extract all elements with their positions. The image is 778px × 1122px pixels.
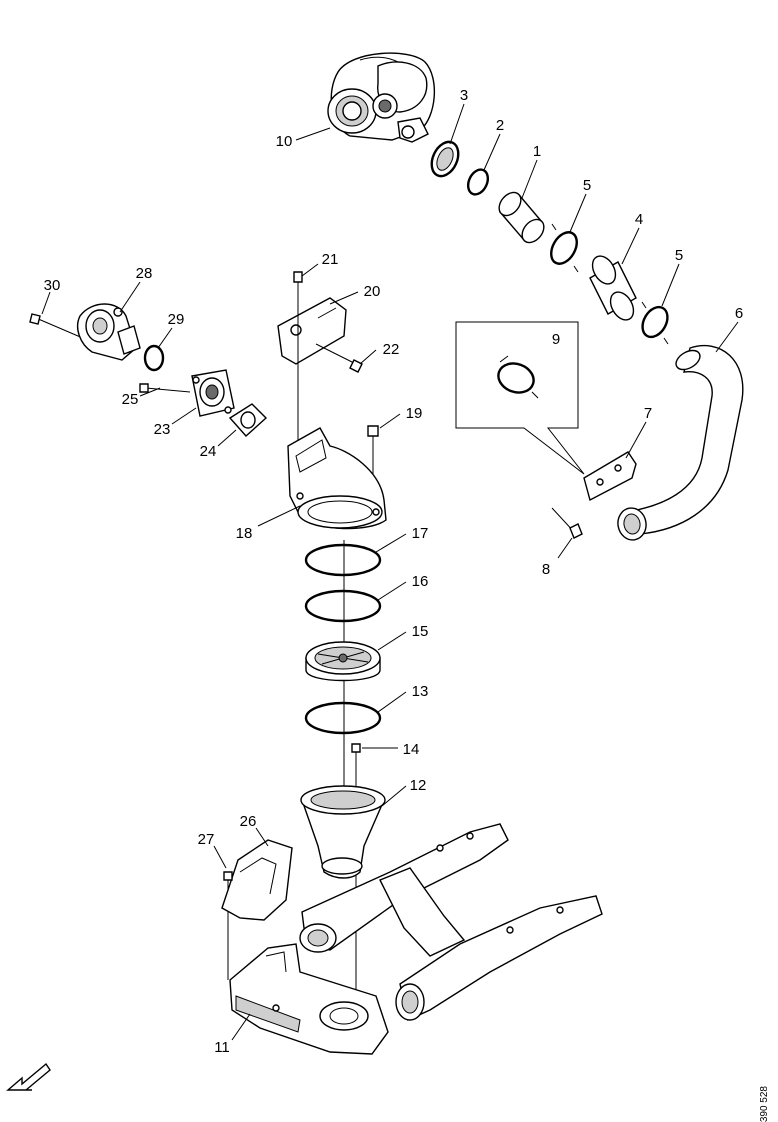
screw-14 [351, 743, 361, 753]
leader-line [375, 533, 407, 553]
callout-9: 9 [552, 331, 560, 348]
callout-12: 12 [410, 777, 427, 794]
leader-line [257, 505, 301, 527]
callout-24: 24 [200, 443, 217, 460]
bracket-7 [583, 451, 637, 502]
sleeve-1 [498, 191, 545, 244]
turbocharger [327, 52, 436, 143]
seal-ring-16 [304, 589, 382, 623]
leader-line [379, 413, 401, 429]
screw-22 [315, 343, 363, 373]
o-ring-2 [466, 168, 490, 196]
callout-21: 21 [322, 251, 339, 268]
hose-4 [589, 255, 637, 321]
callout-25: 25 [122, 391, 139, 408]
elbow-housing-18 [287, 427, 387, 530]
leader-line [217, 429, 237, 447]
callout-20: 20 [364, 283, 381, 300]
callout-5-lower: 5 [675, 247, 683, 264]
exhaust-elbow-11 [229, 943, 389, 1055]
exhaust-manifold-rear [395, 895, 603, 1021]
detail-box-9 [455, 321, 585, 475]
leader-line [119, 281, 141, 313]
callout-4: 4 [635, 211, 643, 228]
leader-line [213, 845, 227, 869]
leader-line [295, 127, 331, 141]
callout-11: 11 [214, 1039, 230, 1056]
leader-line [483, 133, 501, 171]
o-ring-29 [143, 344, 165, 372]
funnel-12 [300, 785, 386, 879]
leader-line [661, 263, 680, 307]
callout-14: 14 [403, 741, 420, 758]
callout-7: 7 [644, 405, 652, 422]
screw-8 [551, 507, 583, 539]
callout-29: 29 [168, 311, 185, 328]
actuator-28 [76, 303, 141, 361]
drawing-reference-number: 390 528 [759, 1086, 770, 1122]
leader-line [715, 321, 739, 353]
leader-line [377, 691, 407, 713]
gasket-24 [228, 403, 268, 437]
heat-shield-26 [221, 839, 293, 921]
callout-30: 30 [44, 277, 61, 294]
seal-ring-13 [304, 701, 382, 735]
callout-16: 16 [412, 573, 429, 590]
leader-line [41, 291, 51, 315]
leader-line [301, 263, 319, 277]
leader-line [139, 387, 161, 397]
callout-17: 17 [412, 525, 429, 542]
leader-line [621, 227, 640, 265]
exhaust-manifold-front [299, 823, 509, 957]
screw-21 [293, 271, 303, 312]
leader-line [449, 103, 465, 145]
callout-27: 27 [198, 831, 215, 848]
leader-line [329, 291, 359, 305]
leader-line [521, 159, 538, 199]
clamp-ring-3 [430, 140, 460, 178]
callout-18: 18 [236, 525, 253, 542]
leader-line [625, 421, 647, 459]
callout-8: 8 [542, 561, 550, 578]
leader-line [171, 407, 197, 425]
callout-6: 6 [735, 305, 743, 322]
leader-line [377, 581, 407, 601]
seal-ring-17 [304, 543, 382, 577]
flap-valve-15 [305, 641, 381, 682]
leader-line [377, 631, 407, 651]
callout-28: 28 [136, 265, 153, 282]
callout-2: 2 [496, 117, 504, 134]
bolt-25 [139, 383, 191, 393]
callout-1: 1 [533, 143, 541, 160]
leader-line [359, 349, 377, 365]
callout-13: 13 [412, 683, 429, 700]
callout-15: 15 [412, 623, 429, 640]
callout-5-upper: 5 [583, 177, 591, 194]
callout-10: 10 [276, 133, 293, 150]
callout-3: 3 [460, 87, 468, 104]
callout-22: 22 [383, 341, 400, 358]
screw-27 [223, 871, 233, 881]
callout-19: 19 [406, 405, 423, 422]
clamp-5-lower [641, 301, 669, 345]
leader-line [569, 193, 587, 233]
leader-line [557, 537, 573, 559]
leader-line [255, 827, 269, 847]
clamp-5-upper [550, 223, 579, 273]
leader-line [157, 327, 173, 349]
leader-line [381, 785, 407, 807]
leader-line [231, 1013, 251, 1041]
charge-air-pipe-6 [617, 344, 744, 541]
arrow-down-left-icon [6, 1062, 51, 1091]
callout-23: 23 [154, 421, 171, 438]
valve-23 [191, 369, 235, 417]
callout-26: 26 [240, 813, 257, 830]
